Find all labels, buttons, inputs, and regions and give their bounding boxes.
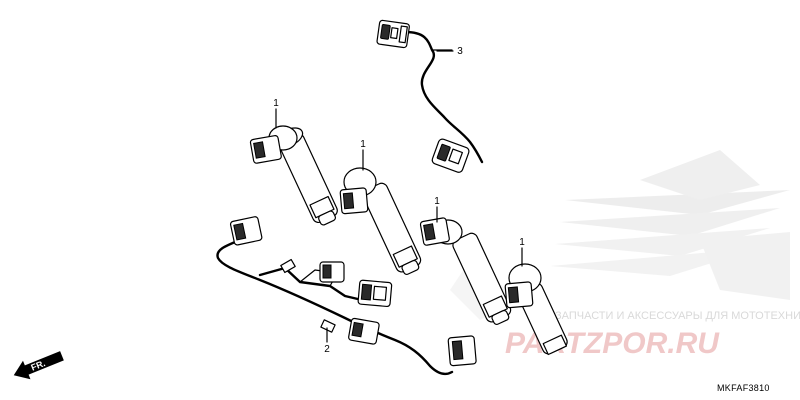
connector-icon xyxy=(431,138,470,173)
connector-icon xyxy=(447,335,477,367)
connector-icon xyxy=(419,217,450,246)
connector-icon xyxy=(348,317,380,345)
ignition-coil-c xyxy=(419,217,512,326)
connector-icon xyxy=(229,216,263,246)
leader-lines xyxy=(275,50,523,343)
callout-coil-d: 1 xyxy=(519,237,525,248)
callout-sub-harness: 3 xyxy=(457,46,463,57)
watermark-tagline: ЗАПЧАСТИ И АКСЕССУАРЫ ДЛЯ МОТОТЕХНИКИ xyxy=(555,310,800,322)
callout-coil-a: 1 xyxy=(273,98,279,109)
callout-coil-b: 1 xyxy=(360,139,366,150)
connector-icon xyxy=(376,19,410,49)
front-direction-arrow-icon: FR. xyxy=(13,351,64,380)
connector-icon xyxy=(319,261,345,283)
connector-icon xyxy=(249,135,282,164)
diagram-part-code: MKFAF3810 xyxy=(717,383,770,393)
connector-icon xyxy=(357,279,393,308)
wing-watermark-icon xyxy=(450,150,790,320)
connector-icon xyxy=(504,281,534,309)
ignition-coil-b xyxy=(339,167,422,276)
sub-harness-part-3 xyxy=(376,19,484,173)
callout-coil-c: 1 xyxy=(434,196,440,207)
connector-icon xyxy=(339,187,369,215)
ignition-coil-d xyxy=(504,263,568,356)
callout-main-harness: 2 xyxy=(324,344,330,355)
clamp-icon xyxy=(280,258,336,333)
main-harness-part-2 xyxy=(216,216,477,376)
ignition-coil-a xyxy=(249,125,338,226)
